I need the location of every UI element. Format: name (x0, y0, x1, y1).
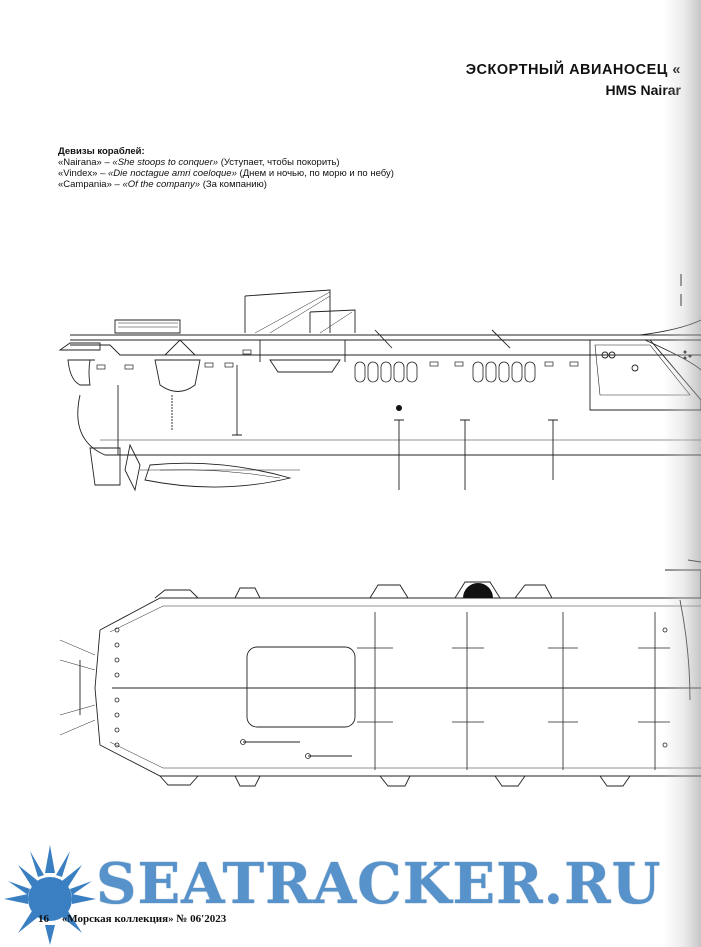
motto-ship: «Campania» (58, 179, 112, 190)
mottos-heading: Девизы кораблей: (58, 146, 145, 157)
page-subtitle: HMS Nairar (605, 82, 681, 98)
page-title: ЭСКОРТНЫЙ АВИАНОСЕЦ « (465, 62, 681, 78)
motto-row: «Nairana» – «She stoops to conquer» (Уст… (58, 157, 340, 168)
magazine-issue: «Морская коллекция» № 06'2023 (61, 913, 227, 925)
binding-gutter-shadow (663, 0, 701, 947)
motto-translation: (За компанию) (202, 179, 267, 190)
page-footer: 16 «Морская коллекция» № 06'2023 (38, 913, 226, 925)
watermark-text: SEATRACKER.RU (96, 851, 662, 917)
motto-text: «She stoops to conquer» (112, 157, 219, 168)
page-number: 16 (38, 913, 49, 925)
motto-ship: «Vindex» (58, 168, 98, 179)
motto-translation: (Уступает, чтобы покорить) (220, 157, 340, 168)
watermark: SEATRACKER.RU (0, 837, 701, 947)
motto-text: «Of the company» (122, 179, 201, 190)
ship-mottos: Девизы кораблей: «Nairana» – «She stoops… (58, 146, 394, 190)
sun-logo-icon (4, 845, 96, 945)
motto-row: «Campania» – «Of the company» (За компан… (58, 179, 267, 190)
motto-text: «Die noctague amri coeloque» (108, 168, 237, 179)
motto-row: «Vindex» – «Die noctague amri coeloque» … (58, 168, 394, 179)
motto-ship: «Nairana» (58, 157, 102, 168)
motto-translation: (Днем и ночью, по морю и по небу) (239, 168, 394, 179)
